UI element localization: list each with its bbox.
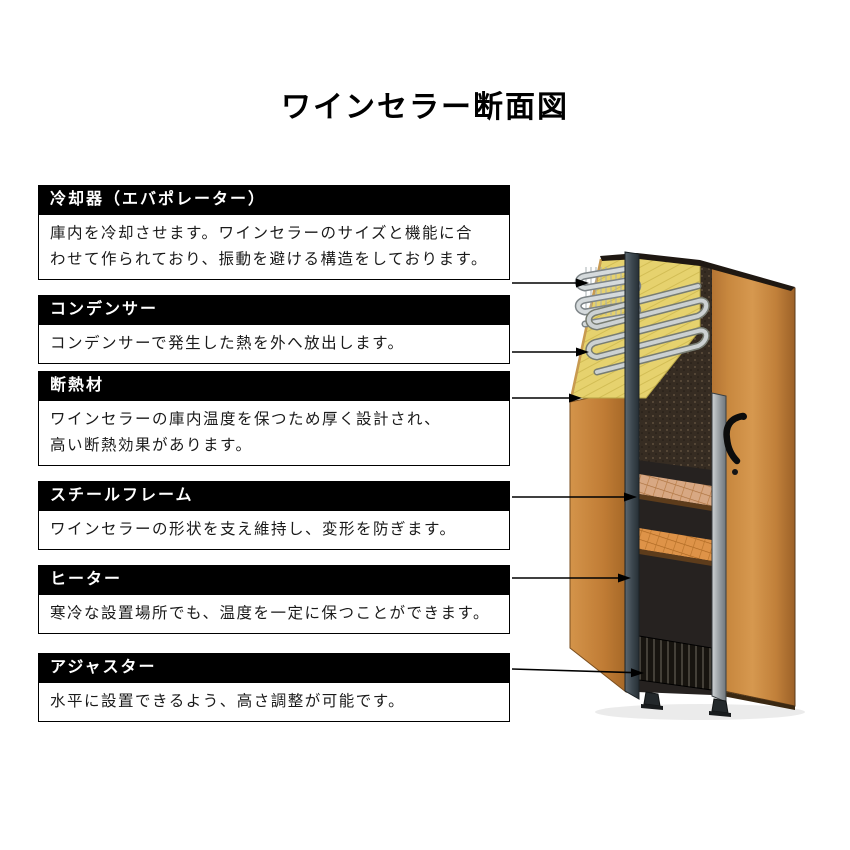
arrow-heater <box>512 573 631 583</box>
adjuster-foot-left <box>641 691 663 710</box>
door-handle <box>723 412 747 465</box>
arrow-insulation <box>512 393 582 403</box>
arrow-evaporator <box>512 278 589 288</box>
side-panel <box>569 389 627 694</box>
section-adjuster: アジャスター 水平に設置できるよう、高さ調整が可能です。 <box>38 653 510 722</box>
wine-shelf-lower <box>639 528 712 566</box>
section-insulation-description: ワインセラーの庫内温度を保つため厚く設計され、 高い断熱効果があります。 <box>38 400 510 466</box>
section-evaporator-header: 冷却器（エバポレーター） <box>38 185 510 214</box>
pointer-arrows <box>511 278 644 678</box>
section-steel-frame: スチールフレーム ワインセラーの形状を支え維持し、変形を防ぎます。 <box>38 481 510 550</box>
adjuster-foot-right <box>709 698 731 717</box>
section-heater-description: 寒冷な設置場所でも、温度を一定に保つことができます。 <box>38 594 510 634</box>
arrow-steel-frame <box>512 492 637 502</box>
section-condenser: コンデンサー コンデンサーで発生した熱を外へ放出します。 <box>38 295 510 364</box>
steel-frame <box>624 251 640 700</box>
section-heater-header: ヒーター <box>38 565 510 594</box>
arrow-adjuster <box>511 668 644 678</box>
wine-shelf-upper <box>639 474 712 511</box>
cabinet-top-edge <box>600 253 795 291</box>
keyhole-icon <box>732 469 738 475</box>
section-insulation: 断熱材 ワインセラーの庫内温度を保つため厚く設計され、 高い断熱効果があります。 <box>38 371 510 466</box>
section-steel-frame-description: ワインセラーの形状を支え維持し、変形を防ぎます。 <box>38 510 510 550</box>
section-heater: ヒーター 寒冷な設置場所でも、温度を一定に保つことができます。 <box>38 565 510 634</box>
section-adjuster-header: アジャスター <box>38 653 510 682</box>
section-insulation-header: 断熱材 <box>38 371 510 400</box>
cabinet-illustration <box>569 251 796 717</box>
page-title: ワインセラー断面図 <box>281 91 569 124</box>
door-bottom-edge <box>712 689 795 710</box>
section-condenser-header: コンデンサー <box>38 295 510 324</box>
section-evaporator-description: 庫内を冷却させます。ワインセラーのサイズと機能に合 わせて作られており、振動を避… <box>38 214 510 280</box>
section-condenser-description: コンデンサーで発生した熱を外へ放出します。 <box>38 324 510 364</box>
arrow-condenser <box>512 347 589 357</box>
section-adjuster-description: 水平に設置できるよう、高さ調整が可能です。 <box>38 682 510 722</box>
section-evaporator: 冷却器（エバポレーター） 庫内を冷却させます。ワインセラーのサイズと機能に合 わ… <box>38 185 510 280</box>
condenser-coil <box>585 282 710 376</box>
cabinet-shadow <box>595 704 805 720</box>
section-steel-frame-header: スチールフレーム <box>38 481 510 510</box>
